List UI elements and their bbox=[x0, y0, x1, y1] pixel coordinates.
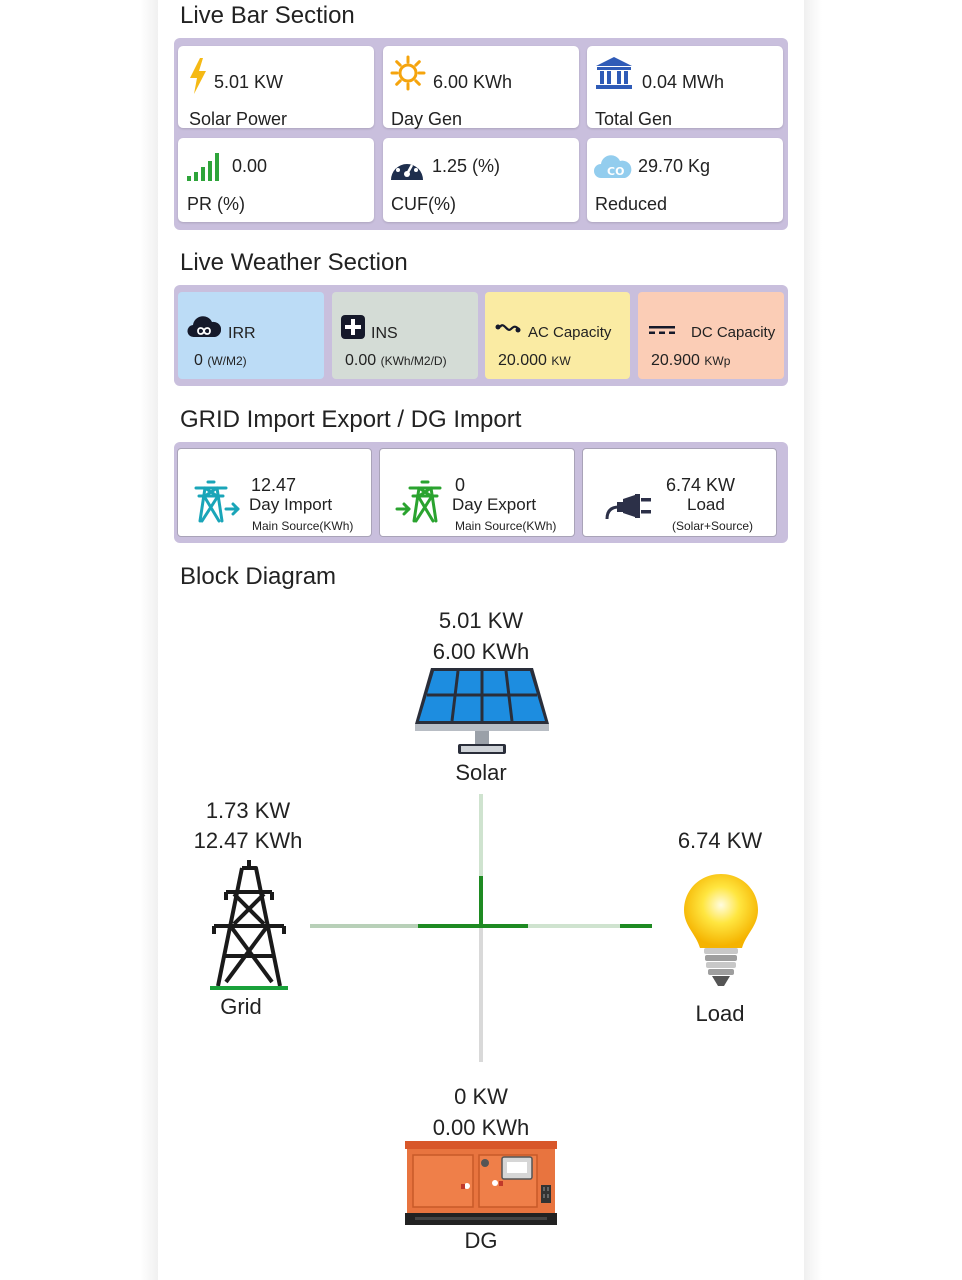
day-export-sub: Main Source(KWh) bbox=[455, 519, 557, 533]
plus-box-icon bbox=[341, 315, 365, 339]
plug-icon bbox=[605, 494, 651, 520]
irr-card[interactable]: IRR 0 (W/M2) bbox=[178, 292, 324, 379]
grid-energy: 12.47 KWh bbox=[193, 828, 303, 853]
dg-power: 0 KW bbox=[454, 1084, 508, 1109]
sun-icon bbox=[390, 55, 426, 91]
solar-label: Solar bbox=[455, 760, 507, 785]
svg-text:CO: CO bbox=[607, 165, 624, 178]
dc-capacity-card[interactable]: DC Capacity 20.900 KWp bbox=[638, 292, 784, 379]
load-flow-line-active bbox=[620, 924, 652, 928]
ins-title: INS bbox=[371, 325, 398, 342]
signal-bars-icon bbox=[187, 153, 219, 181]
day-import-value: 12.47 bbox=[251, 475, 297, 495]
load-power: 6.74 KW bbox=[677, 828, 763, 853]
solar-power-card[interactable]: 5.01 KW Solar Power bbox=[178, 46, 374, 129]
solar-power-value: 5.01 KW bbox=[214, 72, 284, 92]
lightning-icon bbox=[190, 58, 206, 94]
co2-cloud-icon: CO bbox=[594, 155, 632, 178]
cuf-card[interactable]: 1.25 (%) CUF(%) bbox=[383, 138, 579, 222]
load-card[interactable]: 6.74 KW Load (Solar+Source) bbox=[582, 448, 777, 537]
solar-flow-line-active bbox=[479, 876, 483, 926]
cuf-value: 1.25 (%) bbox=[432, 156, 501, 176]
ins-card[interactable]: INS 0.00 (KWh/M2/D) bbox=[332, 292, 478, 379]
pr-card[interactable]: 0.00 PR (%) bbox=[178, 138, 374, 222]
power-flow-lines bbox=[310, 794, 652, 1062]
tower-export-icon bbox=[395, 480, 442, 523]
grid-title: GRID Import Export / DG Import bbox=[180, 406, 522, 433]
ac-capacity-value: 20.000 KW bbox=[498, 352, 571, 369]
pr-value: 0.00 bbox=[232, 156, 268, 176]
tower-import-icon bbox=[194, 480, 240, 523]
live-bar-title: Live Bar Section bbox=[180, 2, 355, 29]
cloud-infinity-icon bbox=[187, 316, 221, 338]
load-label: Load bbox=[687, 495, 725, 514]
co2-reduced-value: 29.70 Kg bbox=[638, 156, 711, 176]
irr-value: 0 (W/M2) bbox=[194, 352, 247, 369]
solar-power-label: Solar Power bbox=[189, 109, 288, 129]
dg-label: DG bbox=[464, 1228, 498, 1253]
total-gen-card[interactable]: 0.04 MWh Total Gen bbox=[587, 46, 783, 129]
load-value: 6.74 KW bbox=[666, 475, 736, 495]
co2-reduced-label: Reduced bbox=[595, 194, 668, 214]
grid-power: 1.73 KW bbox=[205, 798, 291, 823]
light-bulb-icon bbox=[684, 874, 758, 986]
day-export-value: 0 bbox=[455, 475, 466, 495]
grid-flow-line-active bbox=[418, 924, 530, 928]
total-gen-label: Total Gen bbox=[595, 109, 673, 129]
day-import-card[interactable]: 12.47 Day Import Main Source(KWh) bbox=[177, 448, 372, 537]
weather-panel: IRR 0 (W/M2) INS 0.00 (KWh/M2/D) AC Capa… bbox=[174, 285, 788, 386]
solar-panel-icon bbox=[415, 668, 549, 754]
bank-icon bbox=[596, 57, 632, 89]
day-import-sub: Main Source(KWh) bbox=[252, 519, 354, 533]
cuf-label: CUF(%) bbox=[391, 194, 456, 214]
day-gen-value: 6.00 KWh bbox=[433, 72, 513, 92]
day-gen-label: Day Gen bbox=[391, 109, 463, 129]
dc-capacity-value: 20.900 KWp bbox=[651, 352, 731, 369]
grid-label: Grid bbox=[220, 994, 262, 1019]
load-label-diagram: Load bbox=[695, 1001, 745, 1026]
grid-panel: 12.47 Day Import Main Source(KWh) 0 Day … bbox=[174, 442, 788, 543]
load-sub: (Solar+Source) bbox=[672, 519, 754, 533]
solar-energy: 6.00 KWh bbox=[432, 639, 530, 664]
co2-reduced-card[interactable]: CO 29.70 Kg Reduced bbox=[587, 138, 783, 222]
solar-power: 5.01 KW bbox=[438, 608, 524, 633]
gauge-icon bbox=[391, 157, 423, 180]
ins-value: 0.00 (KWh/M2/D) bbox=[345, 352, 447, 369]
solar-flow-line-faint bbox=[479, 794, 483, 878]
dc-capacity-title: DC Capacity bbox=[691, 324, 776, 341]
total-gen-value: 0.04 MWh bbox=[642, 72, 725, 92]
live-bar-panel: 5.01 KW Solar Power 6.00 KWh Day Gen 0.0… bbox=[174, 38, 788, 230]
ac-capacity-title: AC Capacity bbox=[528, 324, 612, 341]
day-export-label: Day Export bbox=[452, 495, 537, 514]
load-flow-line-faint bbox=[528, 924, 622, 928]
left-shadow bbox=[140, 0, 158, 1280]
grid-tower-icon bbox=[210, 860, 288, 990]
dg-flow-line bbox=[479, 928, 483, 1062]
weather-title: Live Weather Section bbox=[180, 249, 408, 276]
dg-energy: 0.00 KWh bbox=[432, 1115, 530, 1140]
pr-label: PR (%) bbox=[187, 194, 245, 214]
ac-wave-icon bbox=[495, 324, 521, 333]
day-export-card[interactable]: 0 Day Export Main Source(KWh) bbox=[379, 448, 575, 537]
ac-capacity-card[interactable]: AC Capacity 20.000 KW bbox=[485, 292, 630, 379]
dc-symbol-icon bbox=[649, 326, 675, 334]
day-gen-card[interactable]: 6.00 KWh Day Gen bbox=[383, 46, 579, 129]
block-diagram-title: Block Diagram bbox=[180, 563, 337, 590]
grid-flow-line-faint bbox=[310, 924, 420, 928]
dg-generator-icon bbox=[405, 1141, 557, 1225]
day-import-label: Day Import bbox=[249, 495, 333, 514]
irr-title: IRR bbox=[228, 325, 256, 342]
right-shadow bbox=[804, 0, 822, 1280]
